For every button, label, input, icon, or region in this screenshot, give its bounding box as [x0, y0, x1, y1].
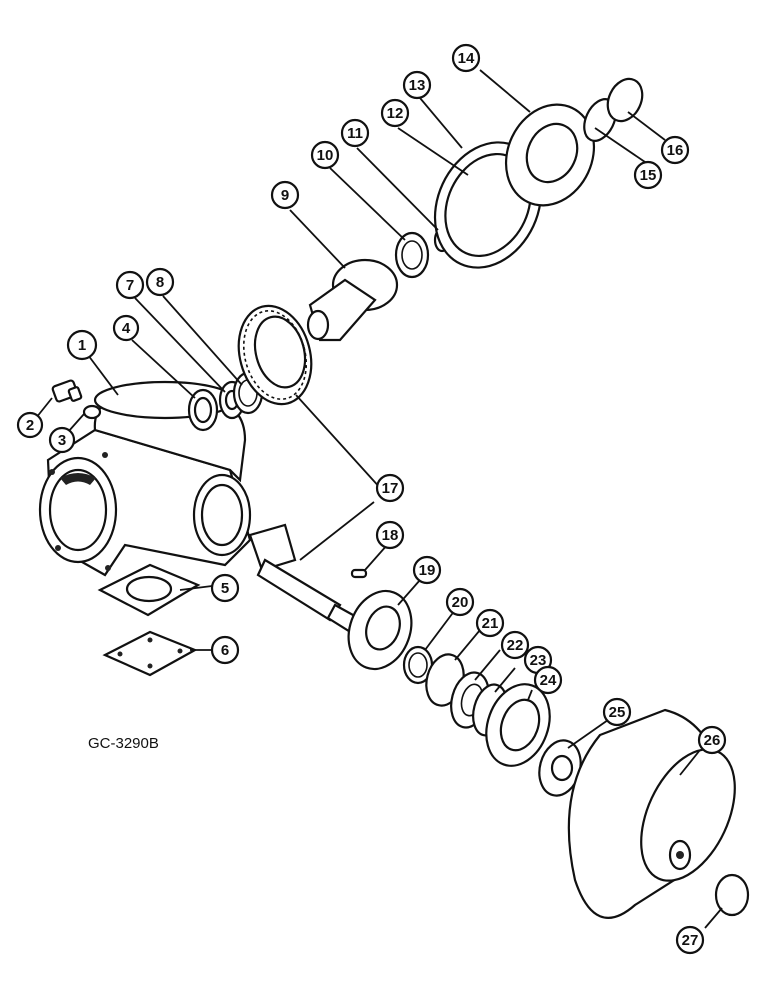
callout-15: 15	[633, 160, 663, 190]
svg-text:6: 6	[221, 642, 229, 659]
washer	[82, 404, 102, 420]
svg-text:25: 25	[609, 704, 626, 721]
callout-10: 10	[310, 140, 340, 170]
callout-6: 6	[210, 635, 240, 665]
callout-9: 9	[270, 180, 300, 210]
svg-text:5: 5	[221, 580, 229, 597]
callout-26: 26	[697, 725, 727, 755]
callout-22: 22	[500, 630, 530, 660]
callout-27: 27	[675, 925, 705, 955]
svg-text:24: 24	[540, 672, 557, 689]
callout-7: 7	[115, 270, 145, 300]
leader-lines	[35, 69, 723, 929]
svg-text:11: 11	[347, 125, 363, 142]
svg-text:13: 13	[409, 77, 426, 94]
callout-4: 4	[112, 314, 140, 342]
callout-1: 1	[66, 329, 98, 361]
svg-text:12: 12	[387, 105, 404, 122]
gearbox-housing	[38, 380, 252, 577]
svg-text:27: 27	[682, 932, 699, 949]
carrier-bearing	[394, 231, 430, 279]
key	[350, 568, 368, 579]
callout-24: 24	[533, 665, 563, 695]
svg-text:22: 22	[507, 637, 524, 654]
svg-text:15: 15	[640, 167, 657, 184]
callout-19: 19	[412, 555, 442, 585]
callout-17: 17	[375, 473, 405, 503]
drawing-code: GC-3290B	[88, 735, 159, 752]
svg-text:19: 19	[419, 562, 436, 579]
svg-text:10: 10	[317, 147, 334, 164]
svg-text:14: 14	[458, 50, 475, 67]
cover-plate	[102, 630, 198, 677]
callout-21: 21	[475, 608, 505, 638]
callout-20: 20	[445, 587, 475, 617]
end-cover	[504, 103, 596, 207]
end-washer	[714, 873, 750, 917]
callout-13: 13	[402, 70, 432, 100]
svg-text:1: 1	[78, 337, 86, 354]
gasket	[97, 563, 201, 617]
drive-pulley	[567, 708, 736, 919]
callout-5: 5	[210, 573, 240, 603]
callout-3: 3	[48, 426, 76, 454]
callouts: 1 2 3 4 5 6 7 8 9 10 11 12 13 14 15 16 1…	[16, 43, 727, 955]
svg-text:18: 18	[382, 527, 399, 544]
retainer	[485, 683, 551, 767]
cap	[606, 77, 644, 123]
svg-text:2: 2	[26, 417, 34, 434]
callout-2: 2	[16, 411, 44, 439]
svg-text:17: 17	[382, 480, 399, 497]
svg-text:26: 26	[704, 732, 721, 749]
svg-text:20: 20	[452, 594, 469, 611]
ring-gear	[237, 304, 313, 406]
svg-text:21: 21	[482, 615, 499, 632]
bearing-cup	[187, 388, 219, 432]
pinion-shaft	[248, 523, 364, 635]
callout-25: 25	[602, 697, 632, 727]
differential-carrier	[306, 258, 399, 342]
svg-text:8: 8	[156, 274, 164, 291]
svg-text:9: 9	[281, 187, 289, 204]
svg-text:3: 3	[58, 432, 66, 449]
callout-12: 12	[380, 98, 410, 128]
large-washer	[538, 739, 582, 797]
svg-text:4: 4	[122, 320, 131, 337]
svg-text:23: 23	[530, 652, 547, 669]
svg-text:7: 7	[126, 277, 134, 294]
pinion-bearing	[347, 589, 413, 671]
plug	[51, 379, 83, 403]
callout-11: 11	[340, 118, 370, 148]
svg-text:16: 16	[667, 142, 684, 159]
callout-16: 16	[660, 135, 690, 165]
callout-18: 18	[375, 520, 405, 550]
callout-8: 8	[145, 267, 175, 297]
callout-14: 14	[451, 43, 481, 73]
